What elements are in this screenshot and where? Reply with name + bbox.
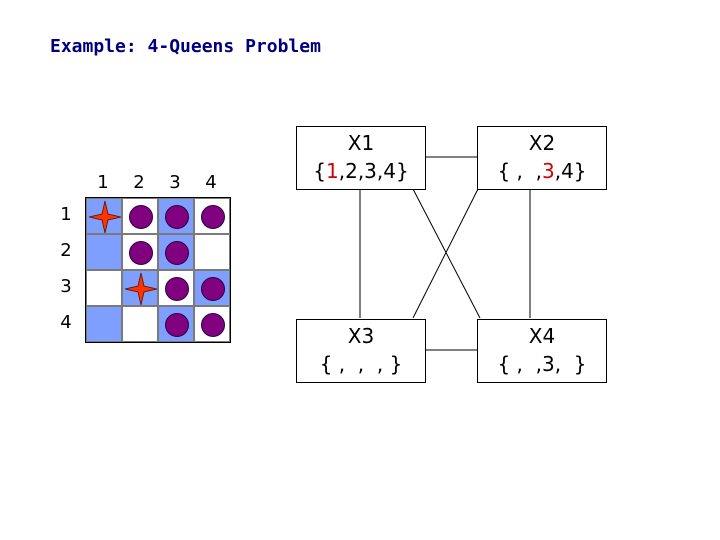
eliminated-marker <box>201 313 225 337</box>
eliminated-marker <box>129 205 153 229</box>
board-cell-r3-c3 <box>158 270 194 306</box>
variable-x4: X4 { , ,3, } <box>477 319 607 383</box>
edge-x2-x3 <box>412 188 479 319</box>
board-cell-r1-c2 <box>122 198 158 234</box>
col-label-2: 2 <box>133 172 145 193</box>
variable-x3-domain: { , , , } <box>319 352 403 376</box>
queen-icon <box>124 272 158 306</box>
variable-x3: X3 { , , , } <box>296 319 426 383</box>
page-title: Example: 4-Queens Problem <box>50 36 321 57</box>
variable-x1-domain: {1,2,3,4} <box>313 159 409 183</box>
variable-x2-domain: { , ,3,4} <box>497 159 587 183</box>
variable-x4-name: X4 <box>528 324 556 348</box>
variable-x2: X2 { , ,3,4} <box>477 126 607 190</box>
edge-x1-x4 <box>412 188 481 319</box>
board-cell-r2-c4 <box>194 234 230 270</box>
variable-x1: X1 {1,2,3,4} <box>296 126 426 190</box>
board-cell-r3-c2 <box>122 270 158 306</box>
board-cell-r1-c1 <box>86 198 122 234</box>
board-cell-r2-c3 <box>158 234 194 270</box>
eliminated-marker <box>165 313 189 337</box>
board-cell-r4-c2 <box>122 306 158 342</box>
eliminated-marker <box>201 277 225 301</box>
row-label-1: 1 <box>60 204 72 225</box>
board-cell-r4-c4 <box>194 306 230 342</box>
col-label-3: 3 <box>169 172 181 193</box>
row-label-3: 3 <box>60 276 72 297</box>
variable-x2-name: X2 <box>528 131 556 155</box>
variable-x1-value: 1 <box>326 159 339 183</box>
eliminated-marker <box>201 205 225 229</box>
board-cell-r3-c1 <box>86 270 122 306</box>
col-label-1: 1 <box>97 172 109 193</box>
board-cell-r2-c2 <box>122 234 158 270</box>
variable-x2-value: 3 <box>541 159 555 183</box>
variable-x3-name: X3 <box>347 324 375 348</box>
chess-board <box>85 197 231 343</box>
row-label-2: 2 <box>60 240 72 261</box>
board-cell-r4-c3 <box>158 306 194 342</box>
board-cell-r1-c3 <box>158 198 194 234</box>
variable-x4-domain: { , ,3, } <box>497 352 587 376</box>
variable-x1-name: X1 <box>347 131 375 155</box>
board-cell-r1-c4 <box>194 198 230 234</box>
board-cell-r3-c4 <box>194 270 230 306</box>
eliminated-marker <box>165 277 189 301</box>
eliminated-marker <box>165 241 189 265</box>
queen-icon <box>88 200 122 234</box>
board-cell-r2-c1 <box>86 234 122 270</box>
col-label-4: 4 <box>205 172 217 193</box>
board-cell-r4-c1 <box>86 306 122 342</box>
row-label-4: 4 <box>60 312 72 333</box>
eliminated-marker <box>129 241 153 265</box>
eliminated-marker <box>165 205 189 229</box>
